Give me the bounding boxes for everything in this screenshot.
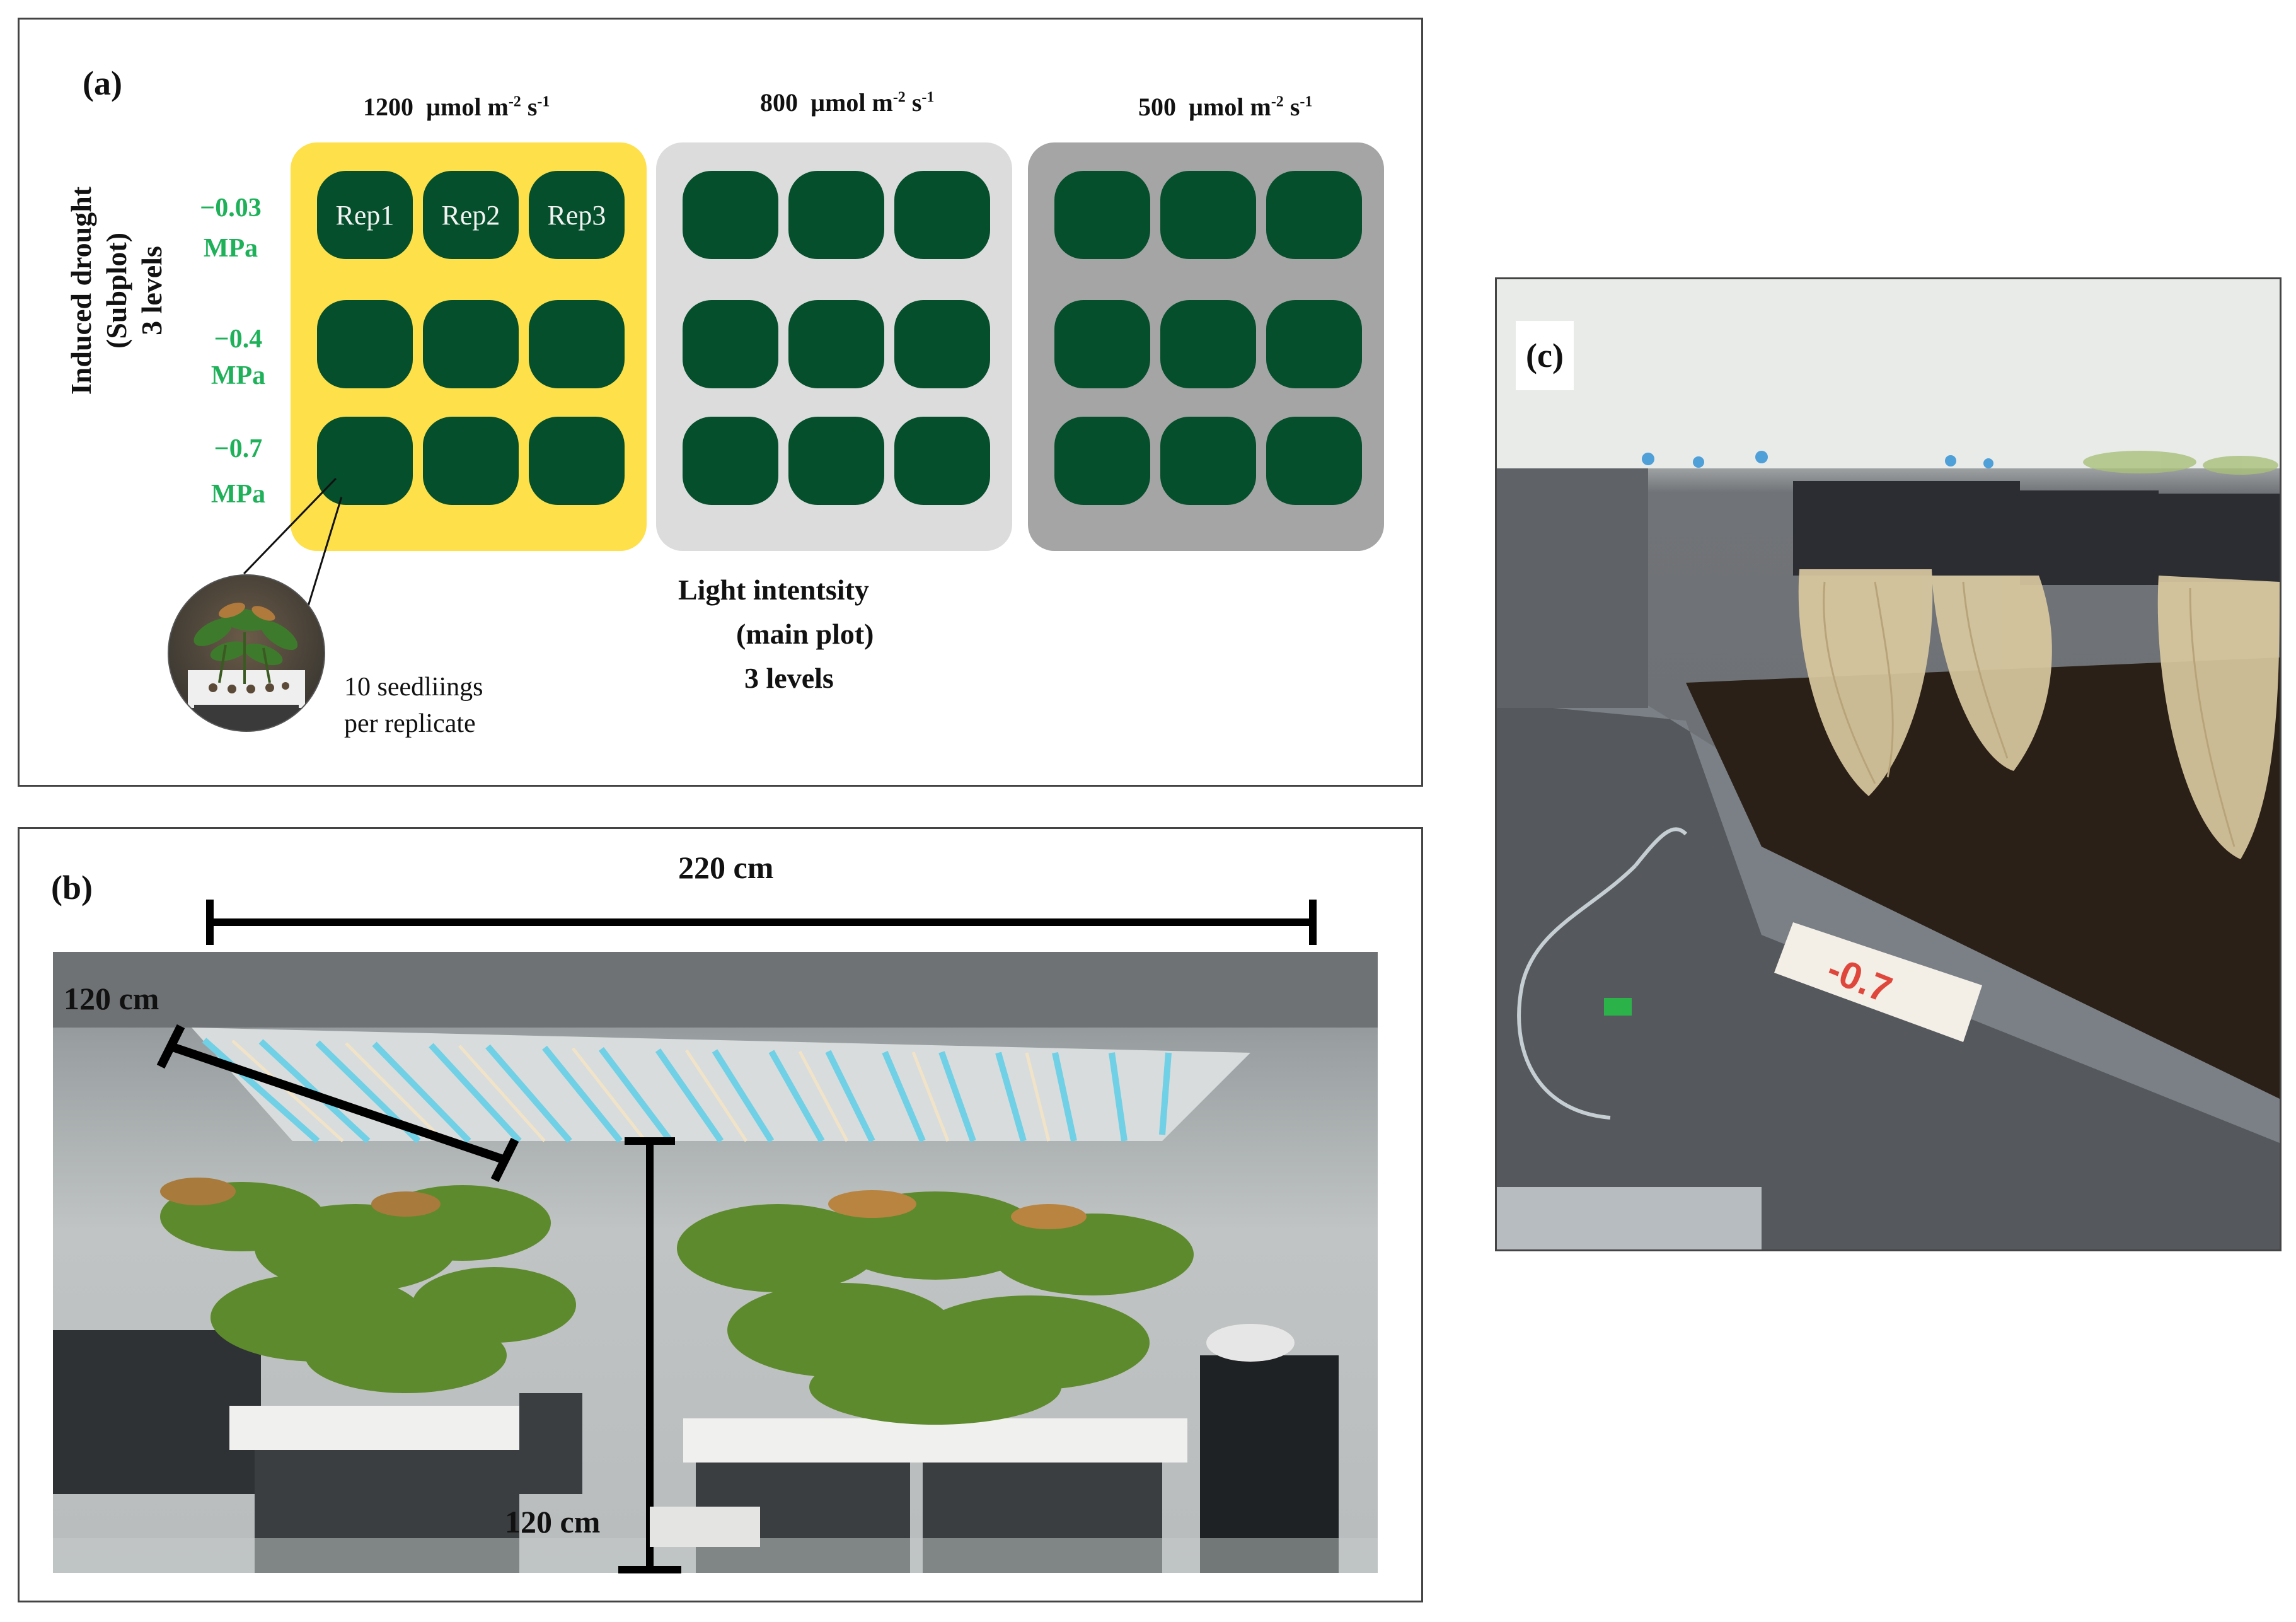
replicate-tile: [788, 171, 884, 259]
height-label-backdrop: [650, 1507, 760, 1547]
width-dimension-label: 220 cm: [678, 850, 774, 885]
replicate-tile: [788, 300, 884, 388]
replicate-tile: [1160, 171, 1256, 259]
replicate-tile: [1266, 300, 1362, 388]
seedling-note-line: 10 seedliings: [344, 673, 483, 702]
replicate-tile: [683, 417, 778, 505]
replicate-tile: [423, 417, 519, 505]
light-unit: µmol m: [426, 93, 509, 121]
panel-b-label: (b): [51, 869, 93, 907]
light-axis-title: Light intentsity (main plot) 3 levels: [678, 568, 874, 700]
light-unit: s: [1283, 93, 1300, 121]
drought-title-line: Induced drought: [65, 186, 97, 395]
replicate-tile: [894, 417, 990, 505]
replicate-tile: [894, 300, 990, 388]
replicate-tile: [788, 417, 884, 505]
replicate-tile: [317, 300, 413, 388]
light-level-heading-500: 500 µmol m-2 s-1: [1138, 92, 1312, 122]
replicate-tile: [1054, 171, 1150, 259]
drought-title-line: (Subplot): [100, 232, 132, 349]
light-value: 800: [760, 88, 798, 117]
seedling-note: 10 seedliings per replicate: [344, 669, 483, 742]
replicate-tile: [1054, 300, 1150, 388]
light-exponent: -2: [508, 93, 521, 110]
drought-unit: MPa: [203, 234, 258, 263]
seedling-note-line: per replicate: [344, 709, 476, 738]
replicate-tile: [317, 417, 413, 505]
light-unit: s: [905, 88, 922, 117]
replicate-tile: [683, 300, 778, 388]
depth-dimension-bar: [156, 1024, 519, 1183]
drought-value: −0.4: [214, 325, 263, 354]
depth-dimension-label: 120 cm: [64, 981, 159, 1016]
light-unit: µmol m: [811, 88, 893, 117]
height-dimension-bar: [618, 1137, 681, 1573]
growth-room-photo: [53, 952, 1378, 1573]
light-title-line: Light intentsity: [678, 574, 869, 606]
replicate-tile: [529, 417, 625, 505]
light-exponent: -1: [537, 93, 550, 110]
light-unit: s: [521, 93, 538, 121]
light-exponent: -2: [1271, 93, 1284, 110]
drought-level-2: −0.4 MPa: [191, 321, 286, 394]
seedling-photo: [168, 574, 325, 732]
panel-a-label: (a): [83, 64, 122, 102]
replicate-tile: [1266, 417, 1362, 505]
replicate-tile: [894, 171, 990, 259]
replicate-tile: Rep1: [317, 171, 413, 259]
panel-c-root-photo: -0.7 (c): [1495, 277, 2282, 1251]
replicate-tile: [1160, 417, 1256, 505]
drought-title-line: 3 levels: [136, 246, 168, 335]
light-title-line: (main plot): [736, 618, 874, 650]
hydroponic-roots-illustration: -0.7: [1497, 279, 2280, 1249]
panel-a-experimental-design: (a) 1200 µmol m-2 s-1 800 µmol m-2 s-1 5…: [18, 18, 1423, 787]
light-exponent: -1: [1300, 93, 1313, 110]
light-exponent: -1: [921, 89, 935, 106]
drought-value: −0.7: [214, 434, 263, 463]
replicate-tile: [683, 171, 778, 259]
seedling-photo-illustration: [188, 602, 305, 730]
light-value: 1200: [363, 93, 413, 121]
drought-value: −0.03: [200, 194, 262, 223]
drought-unit: MPa: [211, 361, 266, 390]
light-level-heading-800: 800 µmol m-2 s-1: [760, 88, 934, 117]
main-plot-500: [1028, 142, 1384, 551]
growth-room-illustration: [53, 952, 1378, 1573]
height-dimension-label: 120 cm: [505, 1504, 601, 1539]
replicate-tile: Rep2: [423, 171, 519, 259]
drought-level-3: −0.7 MPa: [191, 431, 286, 513]
width-dimension-bar: [206, 900, 1317, 945]
panel-b-growth-setup: (b) 220 cm: [18, 827, 1423, 1602]
light-unit: µmol m: [1189, 93, 1271, 121]
replicate-tile: Rep3: [529, 171, 625, 259]
main-plot-800: [656, 142, 1012, 551]
light-title-line: 3 levels: [744, 662, 834, 694]
drought-level-1: −0.03 MPa: [183, 190, 278, 267]
hydroponic-roots-photo: -0.7: [1497, 279, 2280, 1249]
replicate-tile: [1160, 300, 1256, 388]
drought-axis-title: Induced drought (Subplot) 3 levels: [64, 108, 170, 473]
light-value: 500: [1138, 93, 1176, 121]
panel-c-label: (c): [1516, 321, 1574, 390]
replicate-tile: [1266, 171, 1362, 259]
light-level-heading-1200: 1200 µmol m-2 s-1: [363, 92, 550, 122]
drought-unit: MPa: [211, 480, 266, 509]
replicate-tile: [529, 300, 625, 388]
light-exponent: -2: [892, 89, 906, 106]
replicate-tile: [423, 300, 519, 388]
replicate-tile: [1054, 417, 1150, 505]
